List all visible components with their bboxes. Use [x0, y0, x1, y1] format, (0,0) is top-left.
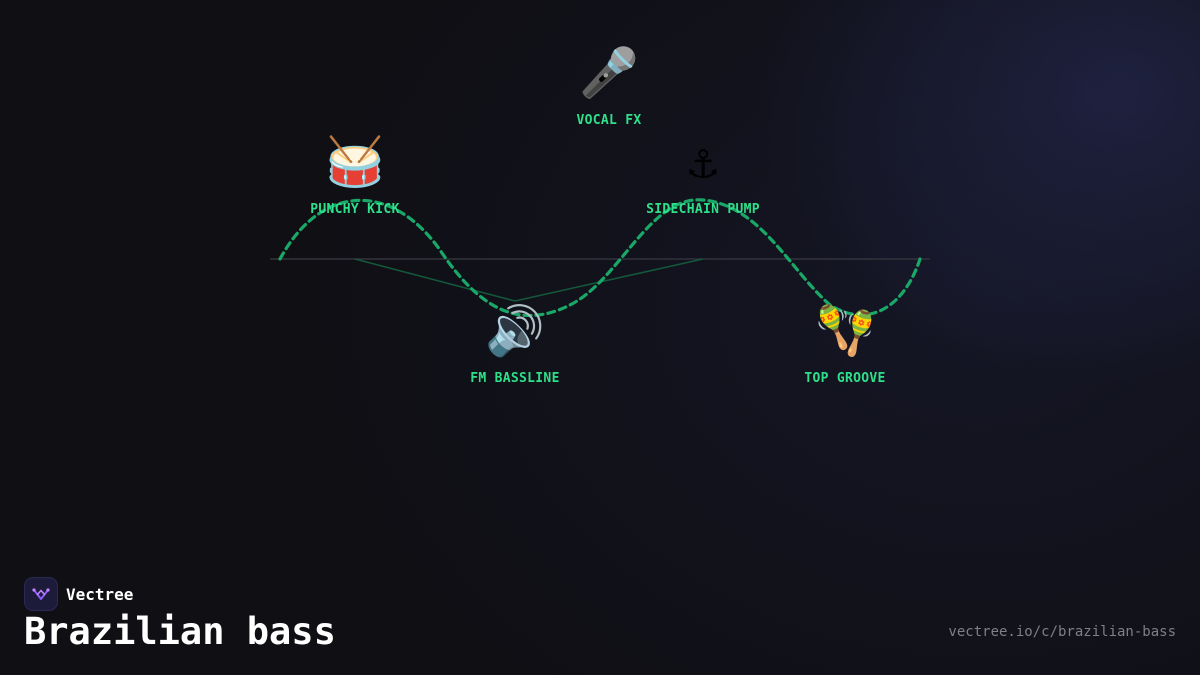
maracas-icon: 🪇	[815, 303, 875, 359]
node-label: TOP GROOVE	[804, 371, 886, 386]
anchor-icon: ⚓	[688, 134, 718, 190]
node-vocal-fx[interactable]: 🎤 VOCAL FX	[509, 45, 709, 128]
node-sidechain-pump[interactable]: ⚓ SIDECHAIN PUMP	[603, 134, 803, 217]
wave-curve	[278, 198, 922, 318]
node-label: FM BASSLINE	[470, 371, 560, 386]
node-label: PUNCHY KICK	[310, 202, 400, 217]
node-label: VOCAL FX	[576, 113, 642, 128]
connector-bass-sidechain	[514, 258, 704, 302]
node-punchy-kick[interactable]: 🥁 PUNCHY KICK	[255, 134, 455, 217]
node-fm-bassline[interactable]: 🔊 FM BASSLINE	[415, 303, 615, 386]
node-top-groove[interactable]: 🪇 TOP GROOVE	[745, 303, 945, 386]
brand-name: Vectree	[66, 584, 134, 604]
speaker-icon: 🔊	[485, 303, 545, 359]
node-label: SIDECHAIN PUMP	[646, 202, 760, 217]
vectree-logo-icon	[24, 577, 58, 611]
page-title: Brazilian bass	[24, 610, 336, 653]
connector-kick-bass	[354, 258, 516, 302]
brand[interactable]: Vectree	[24, 577, 133, 611]
page-url[interactable]: vectree.io/c/brazilian-bass	[948, 624, 1176, 640]
microphone-icon: 🎤	[579, 45, 639, 101]
drum-icon: 🥁	[325, 134, 385, 190]
